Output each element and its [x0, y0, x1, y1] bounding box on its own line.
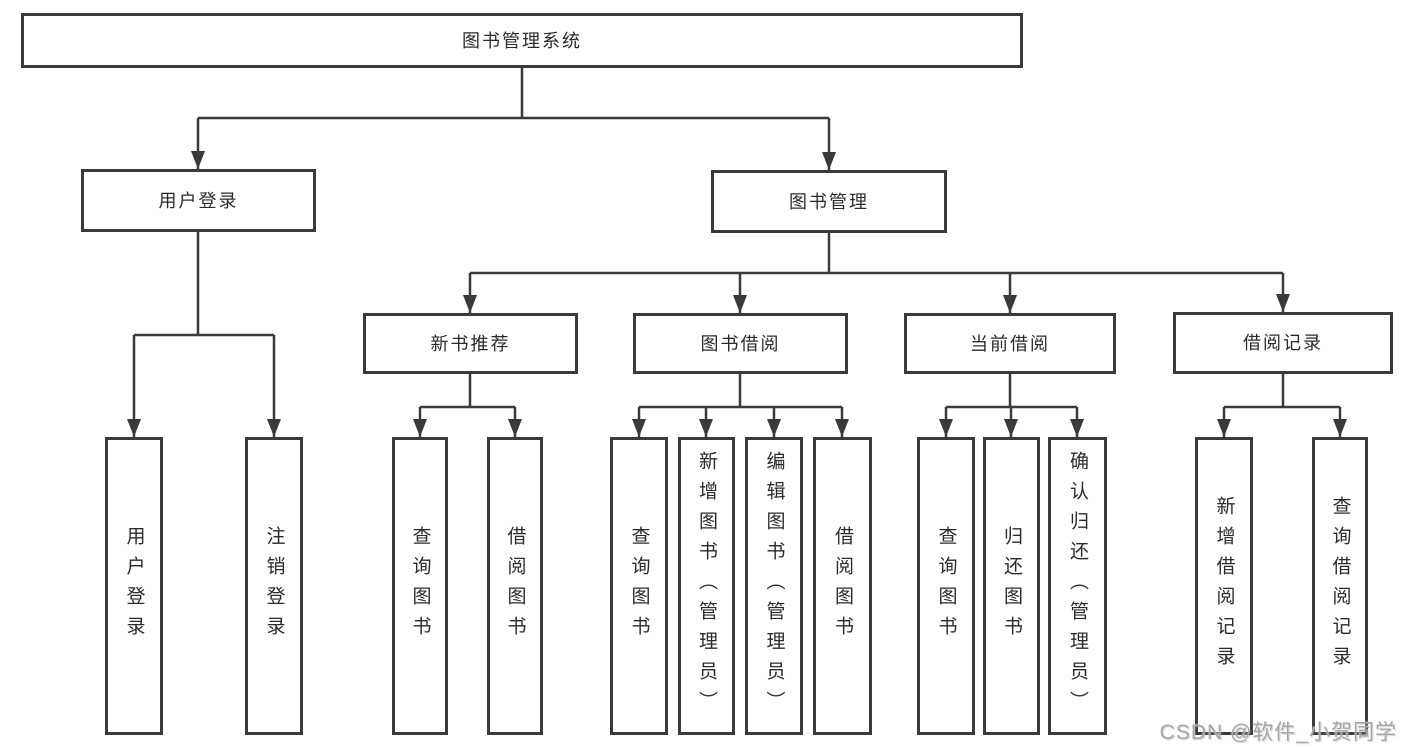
node-current-borrowing: 当前借阅 — [904, 313, 1116, 374]
leaf-query-books-current: 查询图书 — [917, 437, 975, 735]
leaf-query-books-borrowing: 查询图书 — [610, 437, 668, 735]
node-book-borrowing: 图书借阅 — [633, 313, 848, 374]
leaf-return-books: 归还图书 — [983, 437, 1040, 735]
leaf-borrow-books-borrowing: 借阅图书 — [813, 437, 872, 735]
leaf-logout: 注销登录 — [245, 437, 303, 735]
node-new-book-recommend: 新书推荐 — [363, 313, 578, 374]
leaf-add-borrow-record: 新增借阅记录 — [1195, 437, 1253, 735]
node-book-management: 图书管理 — [711, 170, 947, 233]
node-user-login: 用户登录 — [81, 169, 316, 232]
leaf-add-books-admin: 新增图书（管理员） — [678, 437, 735, 735]
leaf-user-login: 用户登录 — [105, 437, 163, 735]
leaf-edit-books-admin: 编辑图书（管理员） — [745, 437, 803, 735]
leaf-confirm-return-admin: 确认归还（管理员） — [1048, 437, 1107, 735]
node-borrowing-records: 借阅记录 — [1173, 312, 1393, 374]
watermark: CSDN @软件_小贺同学 — [1159, 721, 1397, 744]
leaf-query-borrow-record: 查询借阅记录 — [1312, 437, 1368, 735]
leaf-borrow-books-recommend: 借阅图书 — [487, 437, 543, 735]
node-library-management-system: 图书管理系统 — [21, 13, 1023, 68]
leaf-query-books-recommend: 查询图书 — [392, 437, 448, 735]
